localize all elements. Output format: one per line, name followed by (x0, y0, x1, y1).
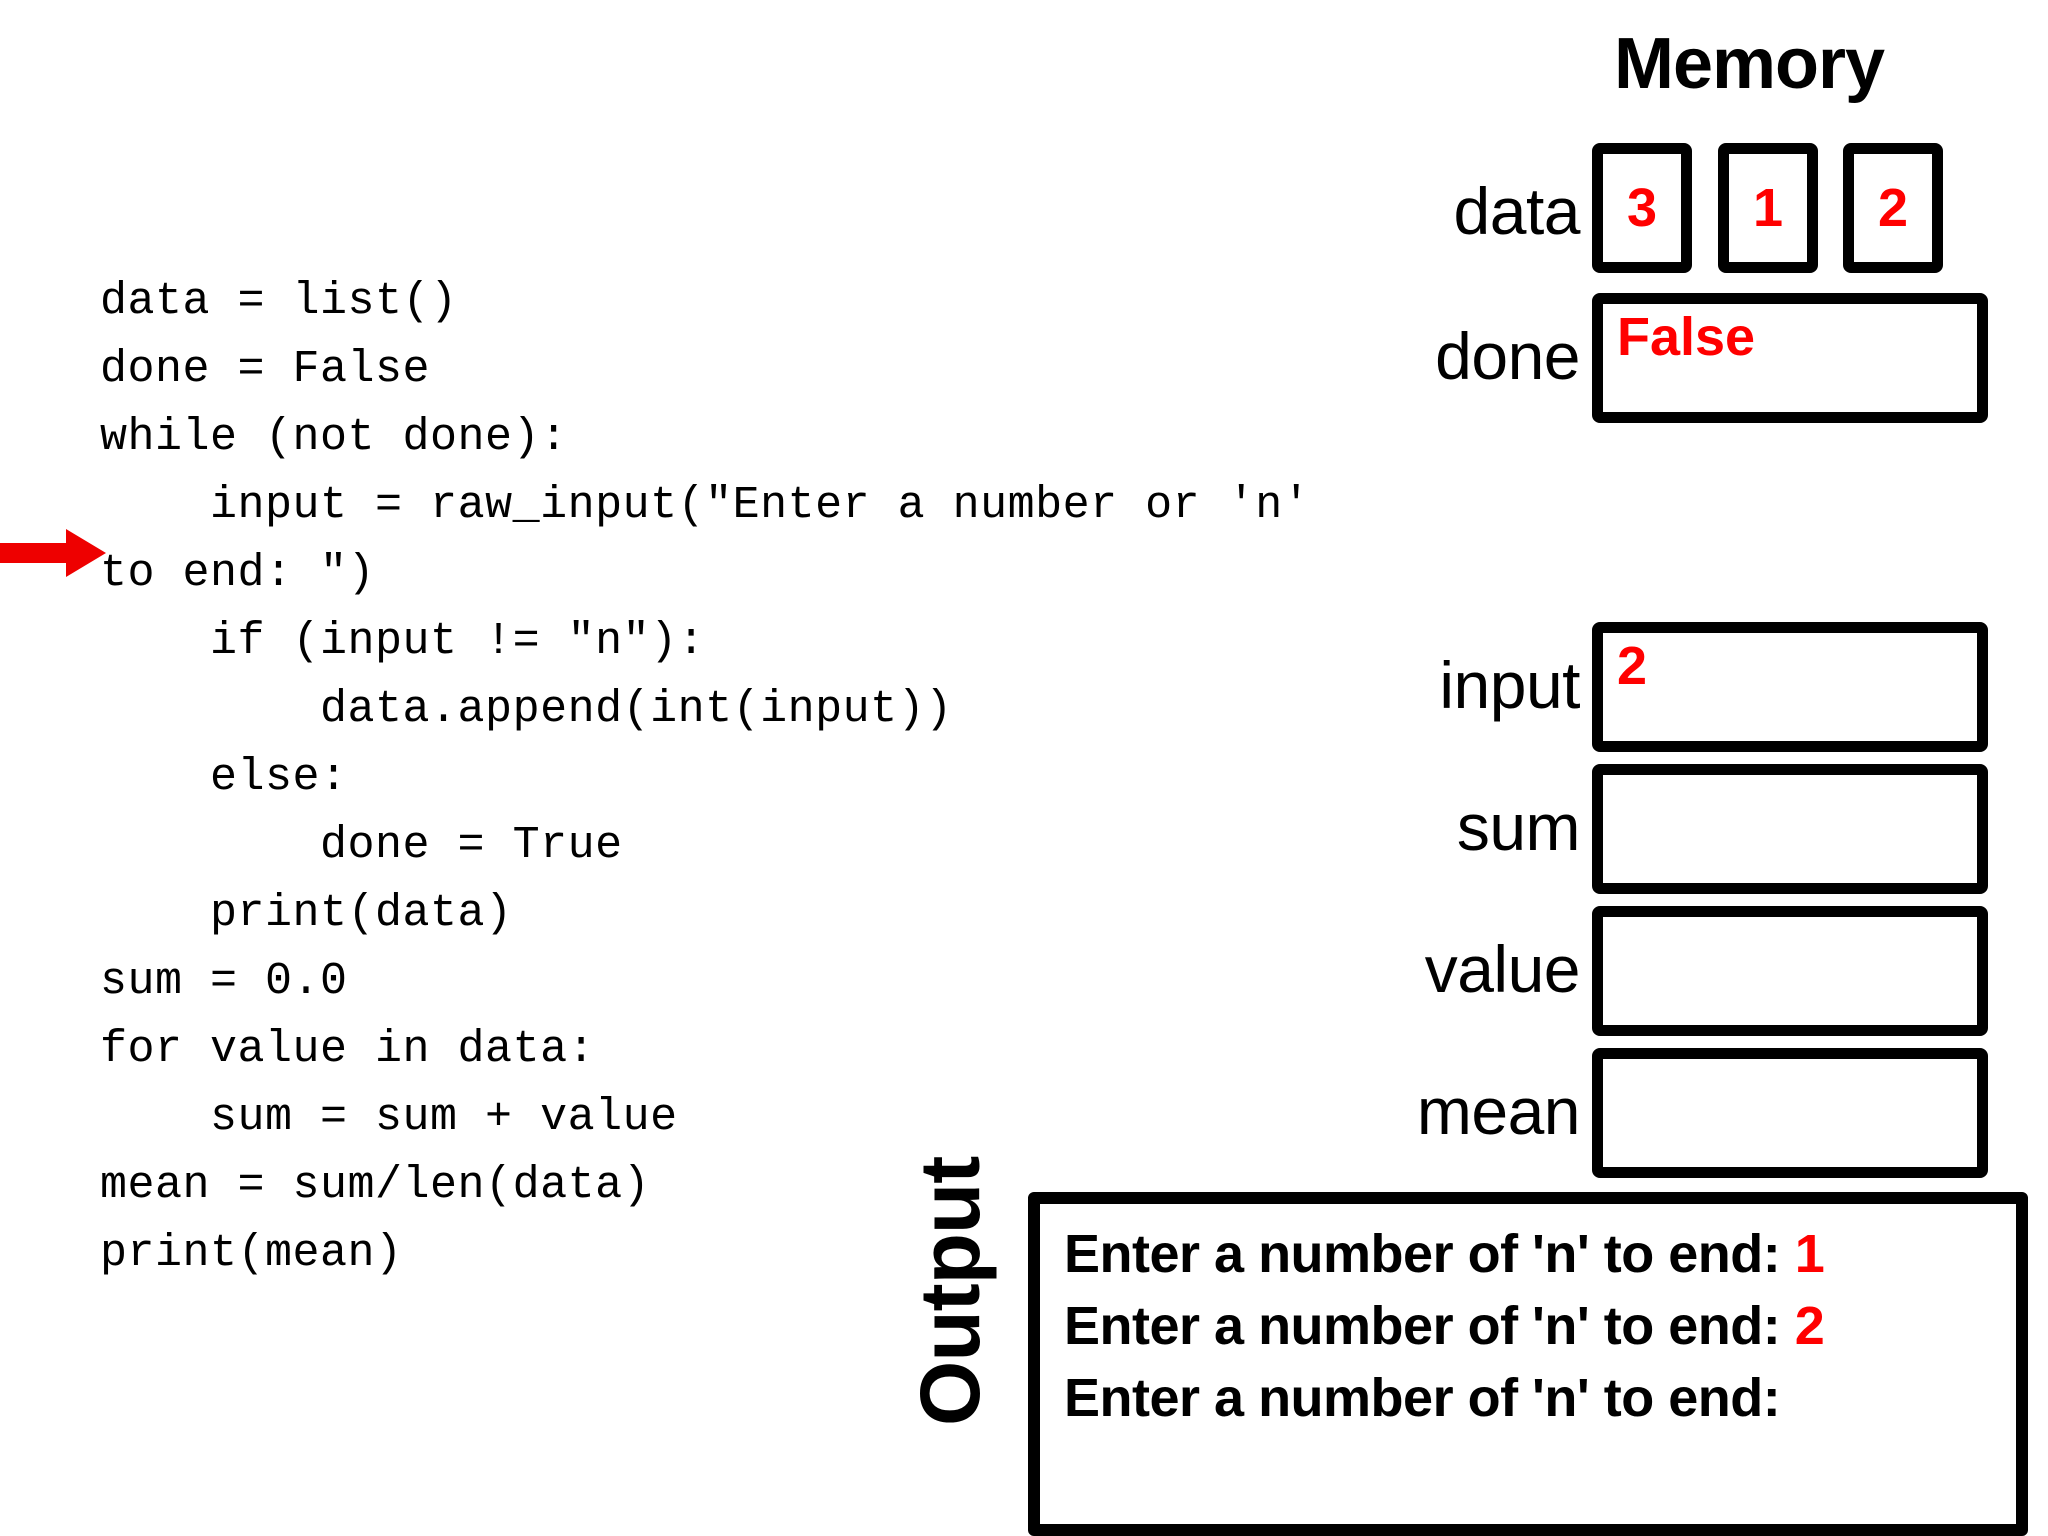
code-listing: data = list() done = False while (not do… (100, 268, 1360, 1288)
output-line: Enter a number of 'n' to end: 2 (1064, 1290, 2016, 1362)
code-line: done = True (100, 820, 623, 871)
memory-box-mean (1592, 1048, 1988, 1178)
memory-array-cell-value: 1 (1752, 178, 1784, 238)
memory-box-value (1592, 906, 1988, 1036)
output-line: Enter a number of 'n' to end: 1 (1064, 1218, 2016, 1290)
memory-array-cell-value: 2 (1877, 178, 1909, 238)
memory-array-cell: 3 (1592, 143, 1692, 273)
memory-box-done: False (1592, 293, 1988, 423)
code-line: done = False (100, 344, 431, 395)
code-line: sum = sum + value (100, 1092, 678, 1143)
memory-label-data: data (1453, 174, 1581, 248)
memory-value-mean (1603, 1059, 1977, 1065)
memory-value-value (1603, 917, 1977, 923)
code-line: sum = 0.0 (100, 956, 348, 1007)
output-panel-label: Output (903, 1156, 997, 1426)
output-line-prompt: Enter a number of 'n' to end: (1064, 1296, 1795, 1356)
memory-array-cell: 2 (1843, 143, 1943, 273)
memory-label-mean: mean (1416, 1074, 1581, 1148)
memory-value-sum (1603, 775, 1977, 781)
code-line: print(mean) (100, 1228, 403, 1279)
memory-title: Memory (1614, 24, 1885, 104)
code-line: if (input != "n"): (100, 616, 706, 667)
execution-pointer-arrow-icon (0, 529, 106, 577)
output-line-entered-value: 2 (1794, 1296, 1825, 1356)
output-line-prompt: Enter a number of 'n' to end: (1064, 1224, 1795, 1284)
output-line-prompt: Enter a number of 'n' to end: (1064, 1368, 1781, 1428)
code-line: else: (100, 752, 348, 803)
memory-array-cell-value: 3 (1626, 178, 1658, 238)
memory-box-sum (1592, 764, 1988, 894)
code-line: while (not done): (100, 412, 568, 463)
code-line-highlighted: input = raw_input("Enter a number or 'n'… (100, 480, 1338, 599)
output-panel: Enter a number of 'n' to end: 1 Enter a … (1028, 1192, 2028, 1536)
memory-label-input: input (1439, 648, 1580, 722)
code-line: print(data) (100, 888, 513, 939)
code-line: for value in data: (100, 1024, 596, 1075)
output-line: Enter a number of 'n' to end: (1064, 1362, 2016, 1434)
memory-label-value: value (1424, 932, 1581, 1006)
memory-label-done: done (1435, 319, 1580, 393)
memory-label-sum: sum (1456, 790, 1581, 864)
memory-array-cell: 1 (1718, 143, 1818, 273)
code-line: data = list() (100, 276, 458, 327)
memory-box-input: 2 (1592, 622, 1988, 752)
output-line-entered-value: 1 (1794, 1224, 1825, 1284)
code-line: mean = sum/len(data) (100, 1160, 651, 1211)
code-line: data.append(int(input)) (100, 684, 953, 735)
memory-value-done: False (1617, 307, 1756, 367)
memory-value-input: 2 (1617, 636, 1648, 696)
